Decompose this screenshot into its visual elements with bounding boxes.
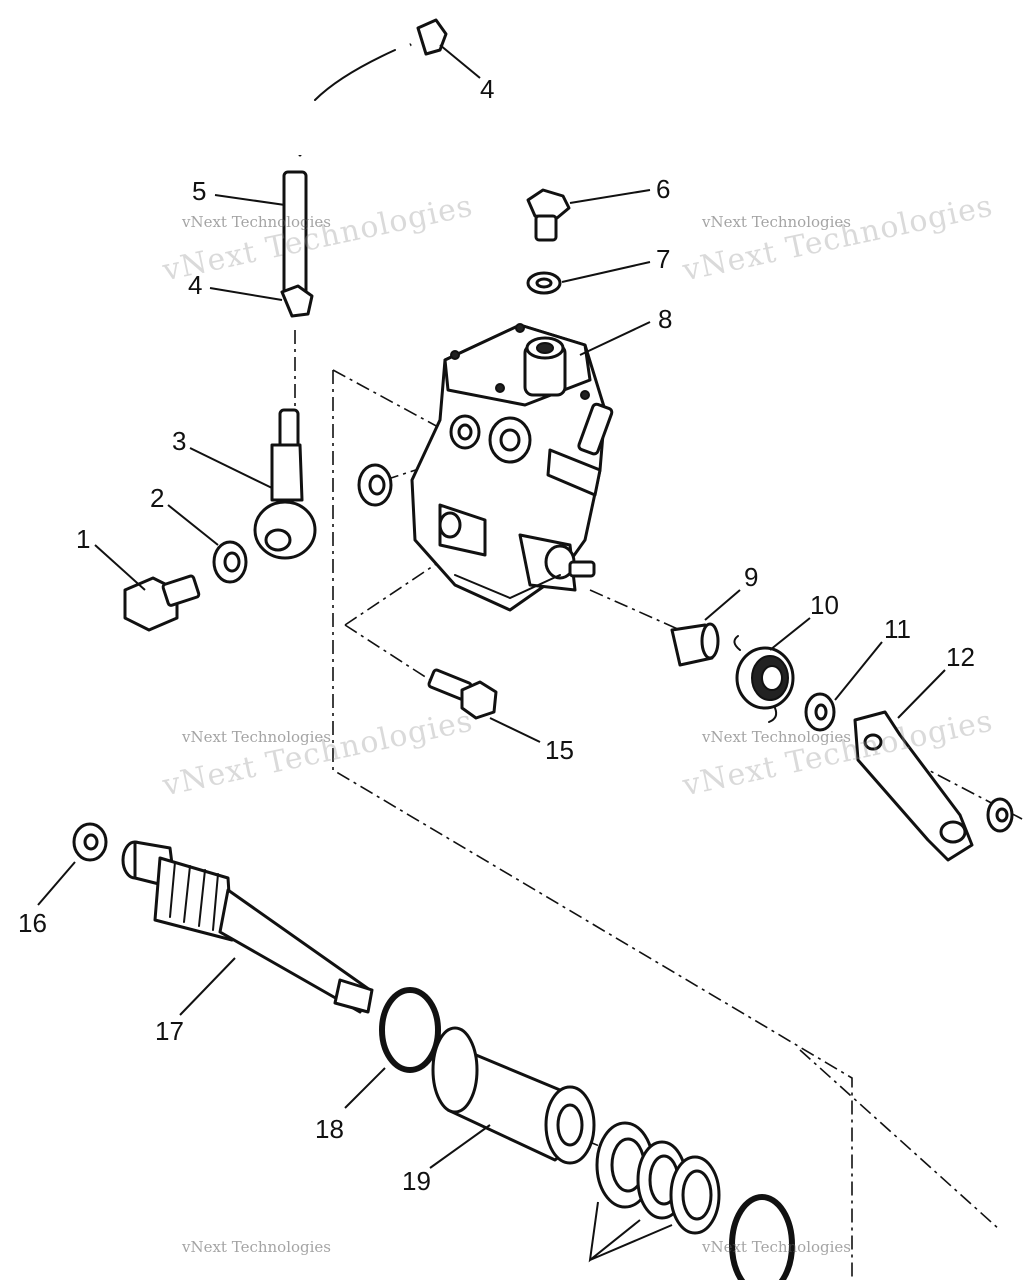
callout-12: 12 bbox=[946, 642, 975, 672]
return-spring bbox=[733, 635, 795, 723]
washer-2 bbox=[212, 540, 248, 584]
callout-3: 3 bbox=[172, 426, 187, 456]
watermark: vNext Technologies vNext Technologies bbox=[679, 703, 997, 804]
bleed-screw bbox=[526, 188, 571, 242]
callout-6: 6 bbox=[656, 174, 671, 204]
shim-washers bbox=[588, 1121, 795, 1280]
drive-gear-shaft bbox=[121, 840, 374, 1014]
callout-11: 11 bbox=[884, 614, 911, 644]
banjo-fitting bbox=[253, 408, 317, 560]
callout-7: 7 bbox=[656, 244, 671, 274]
callout-17: 17 bbox=[155, 1016, 184, 1046]
callout-2: 2 bbox=[150, 483, 165, 513]
fuel-hose-assembly bbox=[280, 18, 448, 318]
washer-16 bbox=[72, 822, 108, 862]
callout-5: 5 bbox=[192, 176, 207, 206]
watermark: vNext Technologies vNext Technologies bbox=[159, 703, 477, 804]
watermark: vNext Technologies vNext Technologies bbox=[159, 188, 477, 289]
callout-9: 9 bbox=[744, 562, 759, 592]
banjo-bolt bbox=[123, 574, 201, 632]
callout-leaders bbox=[37, 44, 946, 1169]
callout-19: 19 bbox=[402, 1166, 431, 1196]
collar bbox=[670, 622, 720, 667]
watermark: vNext Technologies bbox=[702, 1238, 852, 1256]
callout-18: 18 bbox=[315, 1114, 344, 1144]
inlet-washer bbox=[357, 463, 393, 507]
washer-11 bbox=[804, 692, 836, 732]
watermark: vNext Technologies vNext Technologies bbox=[679, 188, 997, 289]
callout-4-top: 4 bbox=[480, 74, 495, 104]
sealing-washer-7 bbox=[526, 271, 562, 295]
oil-pump-body bbox=[410, 323, 614, 612]
callout-4-lower: 4 bbox=[188, 270, 203, 300]
bushing bbox=[431, 1026, 596, 1165]
o-ring-18 bbox=[379, 987, 441, 1073]
mounting-screw bbox=[427, 668, 498, 720]
callout-10: 10 bbox=[810, 590, 839, 620]
control-lever bbox=[853, 710, 1014, 862]
callout-16: 16 bbox=[18, 908, 47, 938]
callout-8: 8 bbox=[658, 304, 673, 334]
callout-1: 1 bbox=[76, 524, 91, 554]
callout-15: 15 bbox=[545, 735, 574, 765]
watermark: vNext Technologies bbox=[182, 1238, 332, 1256]
